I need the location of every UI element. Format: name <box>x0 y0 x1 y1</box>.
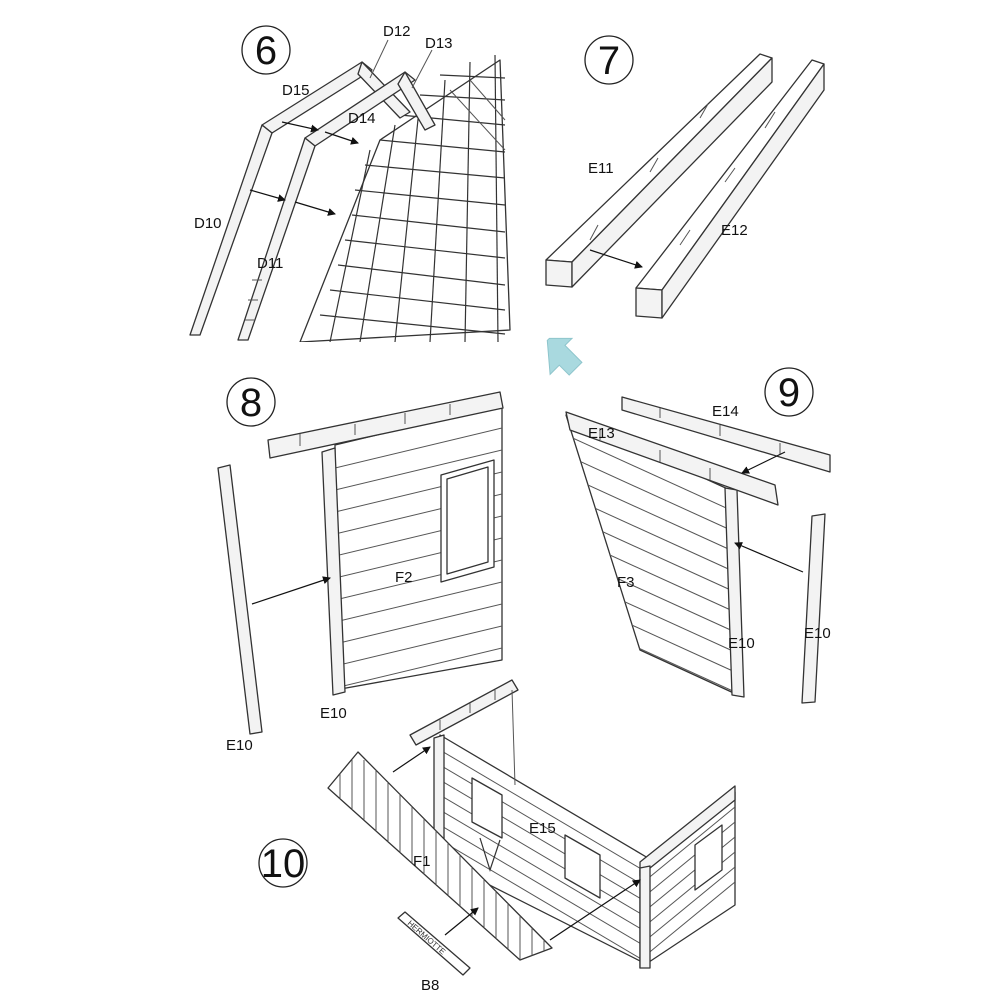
step-6-circle <box>241 25 291 75</box>
arrow-e10-f3 <box>734 542 804 573</box>
label-e12: E12 <box>721 222 748 239</box>
arrow-d14 <box>324 131 359 145</box>
roof-lattice <box>299 54 511 342</box>
arrow-d10 <box>249 189 286 202</box>
label-d13: D13 <box>425 35 453 52</box>
arrow-f1-side <box>549 879 641 941</box>
beam-e11 <box>545 53 773 288</box>
flow-arrow <box>546 337 583 376</box>
step-7-circle <box>584 35 634 85</box>
label-f2: F2 <box>395 569 413 586</box>
label-e10-c: E10 <box>728 635 755 652</box>
step-7-number: 7 <box>598 39 620 83</box>
label-d15: D15 <box>282 82 310 99</box>
step-9-number: 9 <box>778 371 800 415</box>
label-b8: B8 <box>421 977 439 994</box>
label-e11: E11 <box>588 160 614 177</box>
step-8-number: 8 <box>240 381 262 425</box>
wall-e15 <box>433 734 649 966</box>
step-10-number: 10 <box>261 842 306 886</box>
label-e10-d: E10 <box>804 625 831 642</box>
step-6-number: 6 <box>255 29 277 73</box>
sign-plate-text: HERMIOTTE <box>406 919 447 957</box>
arrow-b8-f1 <box>444 907 479 936</box>
wall-f2-corner-post <box>321 447 346 696</box>
beam-e13 <box>565 411 779 506</box>
label-f1: F1 <box>413 853 431 870</box>
step-9-circle <box>764 367 814 417</box>
leader-d13 <box>411 49 433 89</box>
label-d12: D12 <box>383 23 411 40</box>
wall-side-right <box>639 785 736 969</box>
arrow-d11 <box>294 201 336 216</box>
sign-plate-b8: HERMIOTTE <box>397 911 471 976</box>
leader-d12 <box>369 39 389 79</box>
wall-f2-top-beam <box>267 391 504 459</box>
post-e10-right <box>801 513 826 704</box>
arrow-e14-e13 <box>741 451 786 474</box>
step-10-circle <box>258 838 308 888</box>
step-8-group: 8 <box>217 377 504 754</box>
step-6-group: 6 <box>189 23 511 342</box>
label-e10-a: E10 <box>226 737 253 754</box>
wall-f3 <box>565 411 779 698</box>
wall-f2-boards <box>335 427 502 689</box>
beam-e12 <box>635 59 825 319</box>
label-e13: E13 <box>588 425 615 442</box>
arrow-e11-e12 <box>589 249 643 269</box>
wall-f2 <box>267 391 504 696</box>
label-e15: E15 <box>529 820 556 837</box>
step-7-group: 7 E11 E12 <box>545 35 825 319</box>
post-e10-left <box>217 464 263 735</box>
label-d10: D10 <box>194 215 222 232</box>
label-d11: D11 <box>257 255 283 272</box>
beam-top-10 <box>409 679 519 746</box>
beam-e14 <box>621 396 831 473</box>
label-d14: D14 <box>348 110 376 127</box>
step-10-group: 10 <box>258 679 736 994</box>
step-9-group: 9 E1 <box>565 367 831 704</box>
arrow-e10-f2 <box>251 576 331 605</box>
label-e14: E14 <box>712 403 739 420</box>
label-e10-b: E10 <box>320 705 347 722</box>
arrow-d15 <box>281 121 319 133</box>
wall-e15-window-right <box>564 834 601 899</box>
step-8-circle <box>226 377 276 427</box>
label-f3: F3 <box>617 574 635 591</box>
roof-frame-drawing <box>189 39 511 342</box>
arrow-beam-10 <box>392 746 431 773</box>
wall-e15-window-left <box>471 777 503 839</box>
